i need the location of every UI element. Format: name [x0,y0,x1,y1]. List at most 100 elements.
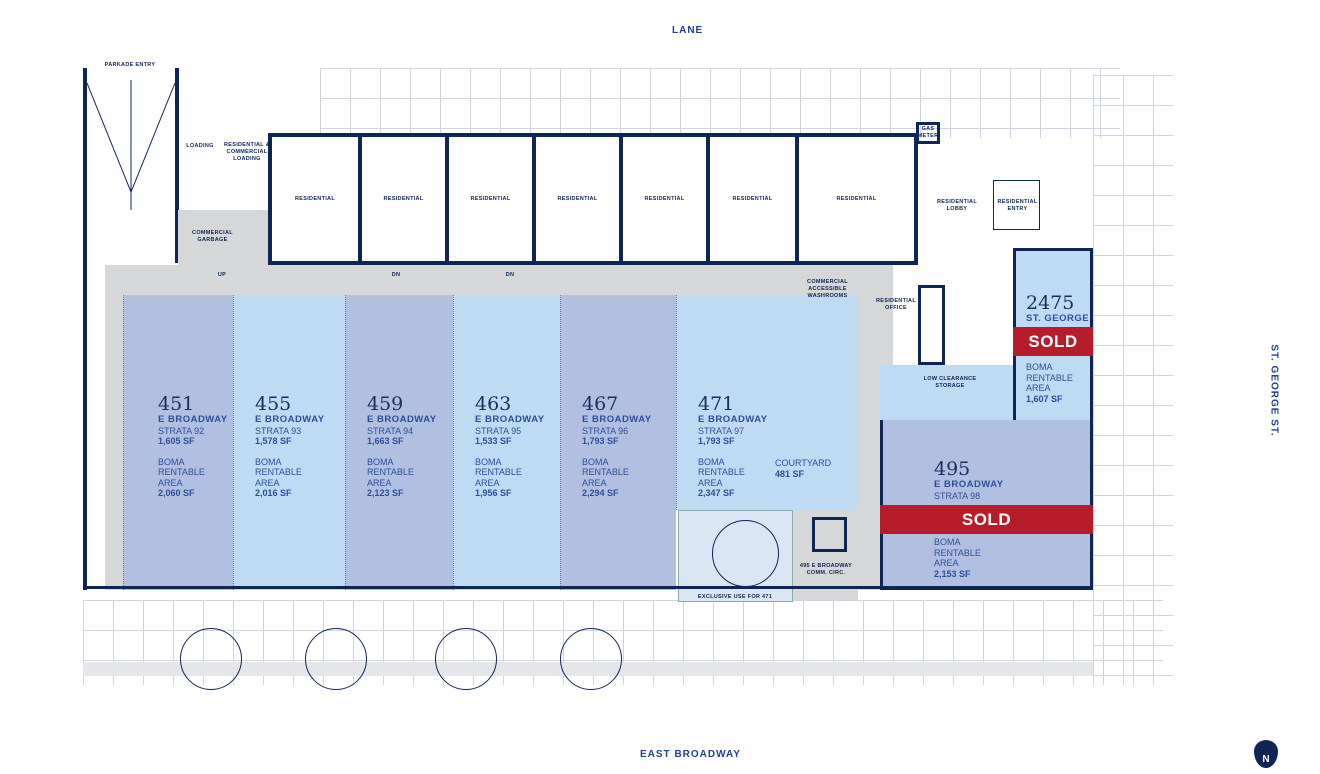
residential-unit: RESIDENTIAL [706,133,799,265]
unit-strata: STRATA 97 [698,425,745,436]
residential-label: RESIDENTIAL [732,195,773,202]
street-label-lane: LANE [672,25,704,36]
gas-meter-label: GAS METER [917,126,939,139]
unit-463[interactable] [453,295,560,590]
comm-circ-label: 495 E BROADWAY COMM. CIRC. [799,563,853,576]
boma-label: BOMA RENTABLE AREA [158,456,205,488]
low-clearance-storage-label: LOW CLEARANCE STORAGE [923,376,977,389]
tree-icon [560,628,622,690]
residential-label: RESIDENTIAL [383,195,424,202]
unit-area: 1,605 SF [158,436,195,446]
parkade-entry-label: PARKADE ENTRY [104,62,156,68]
residential-label: RESIDENTIAL [557,195,598,202]
unit-street: E BROADWAY [698,414,768,425]
tree-icon [305,628,367,690]
residential-lobby-label: RESIDENTIAL LOBBY [937,199,977,212]
unit-451[interactable] [123,295,235,590]
unit-label: 467 E BROADWAY STRATA 96 1,793 SF BOMA R… [582,393,652,499]
unit-strata: STRATA 93 [255,425,302,436]
unit-area: 1,533 SF [475,436,512,446]
commercial-garbage-label: COMMERCIAL GARBAGE [192,230,233,243]
east-sidewalk [1093,75,1173,685]
unit-label: 463 E BROADWAY STRATA 95 1,533 SF BOMA R… [475,393,545,499]
unit-strata: STRATA 98 [934,490,981,501]
unit-455[interactable] [233,295,345,590]
stair-down-label: DN [391,272,401,278]
boma-label: BOMA RENTABLE AREA [475,456,522,488]
residential-unit: RESIDENTIAL [445,133,536,265]
boma-area: 2,347 SF [698,488,735,498]
residential-label: RESIDENTIAL [644,195,685,202]
unit-strata: STRATA 95 [475,425,522,436]
boma-label: BOMA RENTABLE AREA [698,456,745,488]
unit-471[interactable] [676,295,858,510]
boma-label: BOMA RENTABLE AREA [934,537,981,568]
res-comm-loading-label: RESIDENTIAL & COMMERCIAL LOADING [224,142,270,162]
unit-number: 495 [934,458,971,480]
unit-number: 455 [255,393,292,415]
unit-street: E BROADWAY [367,414,437,425]
boma-area: 2,123 SF [367,488,404,498]
boma-area: 1,607 SF [1026,393,1063,404]
exclusive-use-label: EXCLUSIVE USE FOR 471 [697,594,773,600]
boma-label: BOMA RENTABLE AREA [1026,362,1073,393]
loading-label: LOADING [186,143,214,149]
unit-number: 463 [475,393,512,415]
north-arrow-icon: N [1254,740,1278,768]
unit-number: 459 [367,393,404,415]
unit-label: 451 E BROADWAY STRATA 92 1,605 SF BOMA R… [158,393,228,499]
stair-up-label: UP [217,272,227,278]
elevator-icon [918,285,945,365]
boma-label: BOMA RENTABLE AREA [582,456,629,488]
boma-area: 2,060 SF [158,488,195,498]
north-label: N [1262,754,1270,765]
residential-label: RESIDENTIAL [836,195,877,202]
residential-unit: RESIDENTIAL [358,133,449,265]
tree-icon [712,520,779,587]
unit-area: 1,793 SF [582,436,619,446]
boma-label: BOMA RENTABLE AREA [255,456,302,488]
unit-467[interactable] [560,295,676,590]
street-label-east-broadway: EAST BROADWAY [640,749,741,760]
washrooms-label: COMMERCIAL ACCESSIBLE WASHROOMS [807,279,848,299]
unit-label: 471 E BROADWAY STRATA 97 1,793 SF BOMA R… [698,393,768,499]
courtyard-title: COURTYARD [775,458,832,468]
unit-strata: STRATA 92 [158,425,205,436]
unit-number: 451 [158,393,195,415]
tree-icon [180,628,242,690]
residential-unit: RESIDENTIAL [795,133,918,265]
residential-label: RESIDENTIAL [470,195,511,202]
boma-area: 2,016 SF [255,488,292,498]
elevator-icon [812,517,847,552]
unit-number: 471 [698,393,735,415]
sold-badge: SOLD [1013,327,1093,356]
boma-area: 2,153 SF [934,568,971,579]
residential-unit: RESIDENTIAL [619,133,710,265]
parkade-ramp-icon [87,80,176,210]
boma-area: 1,956 SF [475,488,512,498]
lane-paving [320,68,1120,138]
unit-street: E BROADWAY [158,414,228,425]
boma-area: 2,294 SF [582,488,619,498]
tree-icon [435,628,497,690]
courtyard-area: 481 SF [775,468,805,479]
unit-459[interactable] [345,295,453,590]
unit-street: E BROADWAY [582,414,652,425]
residential-label: RESIDENTIAL [295,195,335,202]
boma-label: BOMA RENTABLE AREA [367,456,414,488]
unit-number: 2475 [1026,292,1075,314]
unit-area: 1,578 SF [255,436,292,446]
unit-strata: STRATA 96 [582,425,629,436]
street-label-st-george: ST. GEORGE ST. [1268,344,1280,437]
unit-street: ST. GEORGE [1026,313,1090,324]
unit-street: E BROADWAY [475,414,545,425]
unit-number: 467 [582,393,619,415]
residential-entry-label: RESIDENTIAL ENTRY [997,199,1038,212]
unit-area: 1,663 SF [367,436,404,446]
unit-label: 459 E BROADWAY STRATA 94 1,663 SF BOMA R… [367,393,437,499]
residential-unit: RESIDENTIAL [532,133,623,265]
residential-unit: RESIDENTIAL [268,133,362,265]
unit-strata: STRATA 94 [367,425,414,436]
